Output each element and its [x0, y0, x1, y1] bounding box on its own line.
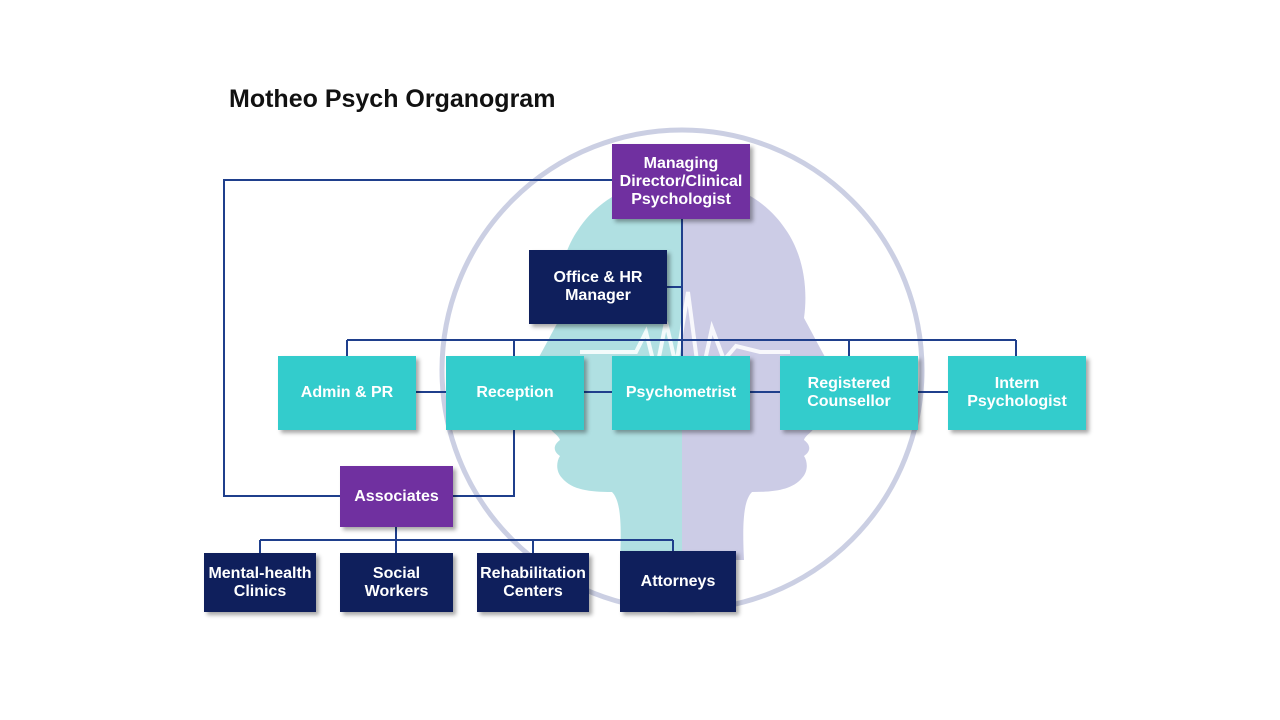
node-label: Associates — [354, 487, 439, 505]
node-label: Attorneys — [640, 572, 716, 590]
node-intern-psychologist: Intern Psychologist — [948, 356, 1086, 430]
node-social-workers: Social Workers — [340, 553, 453, 612]
node-admin-pr: Admin & PR — [278, 356, 416, 430]
node-label: Intern Psychologist — [967, 375, 1067, 410]
node-managing-director: Managing Director/Clinical Psychologist — [612, 144, 750, 219]
node-mental-health-clinics: Mental-health Clinics — [204, 553, 316, 612]
node-label: Admin & PR — [300, 384, 394, 401]
node-label: Rehabilitation Centers — [480, 564, 586, 600]
node-label: Social Workers — [364, 564, 429, 600]
node-reception: Reception — [446, 356, 584, 430]
connector-reception-associates — [453, 430, 515, 497]
node-label: Office & HR Manager — [553, 269, 643, 304]
node-label: Managing Director/Clinical Psychologist — [619, 154, 743, 208]
node-registered-counsellor: Registered Counsellor — [780, 356, 918, 430]
node-psychometrist: Psychometrist — [612, 356, 750, 430]
node-associates: Associates — [340, 466, 453, 527]
node-label: Registered Counsellor — [807, 375, 891, 410]
node-label: Reception — [476, 384, 554, 401]
node-label: Mental-health Clinics — [208, 564, 312, 600]
page-title: Motheo Psych Organogram — [229, 85, 556, 113]
connector-director-associates — [223, 179, 612, 497]
node-rehabilitation-centers: Rehabilitation Centers — [477, 553, 589, 612]
node-label: Psychometrist — [625, 384, 737, 401]
node-attorneys: Attorneys — [620, 551, 736, 612]
node-office-hr-manager: Office & HR Manager — [529, 250, 667, 324]
